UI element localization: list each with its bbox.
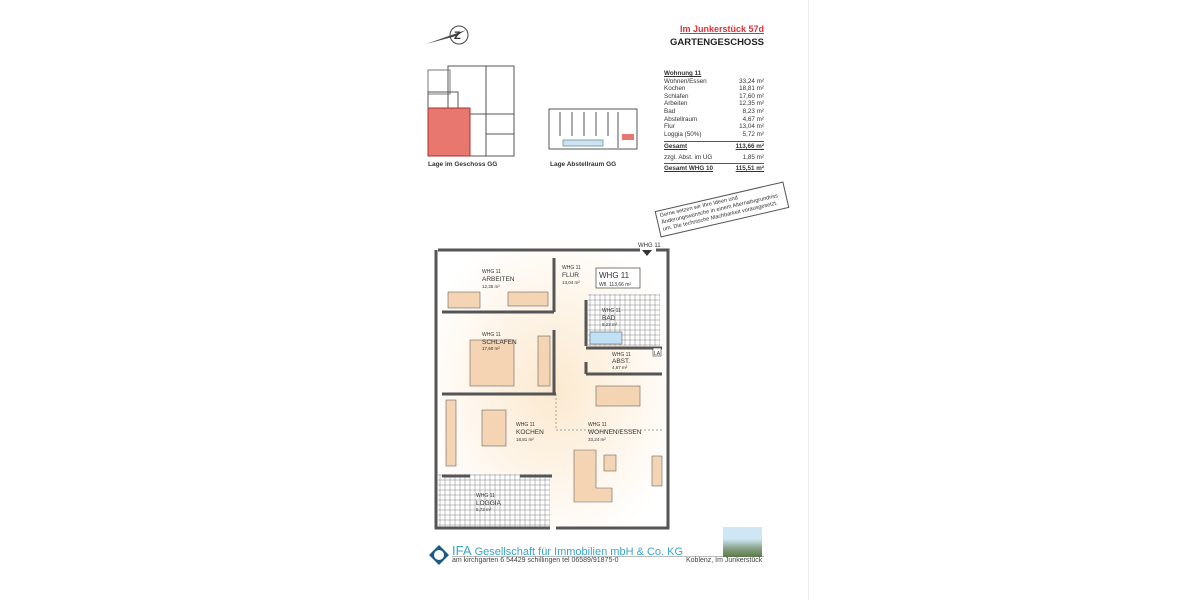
svg-text:SCHLAFEN: SCHLAFEN — [482, 339, 517, 346]
area-row: Loggia (50%)5,72 m² — [664, 130, 764, 138]
svg-text:ABST.: ABST. — [612, 358, 630, 365]
svg-text:12,35 m²: 12,35 m² — [482, 284, 500, 289]
unit-box-title: WHG 11 — [599, 271, 630, 280]
floor-title: GARTENGESCHOSS — [670, 37, 764, 48]
svg-text:Z: Z — [454, 30, 461, 42]
svg-text:WHG 11: WHG 11 — [482, 332, 501, 338]
svg-text:17,60 m²: 17,60 m² — [482, 346, 500, 351]
svg-text:KOCHEN: KOCHEN — [516, 429, 544, 436]
floor-location-caption: Lage im Geschoss GG — [428, 161, 498, 168]
svg-text:WHG 11: WHG 11 — [588, 422, 607, 428]
svg-text:WHG 11: WHG 11 — [602, 308, 621, 314]
company-name: IFA Gesellschaft für Immobilien mbH & Co… — [452, 543, 684, 558]
svg-text:18,81 m²: 18,81 m² — [516, 437, 534, 442]
unit-box-area: Wfl. 113,66 m² — [599, 282, 631, 288]
svg-text:33,24 m²: 33,24 m² — [588, 437, 606, 442]
company-address: am kirchgarten 6 54429 schillingen tel 0… — [452, 557, 619, 564]
svg-text:13,04 m²: 13,04 m² — [562, 280, 580, 285]
svg-text:4,67 m²: 4,67 m² — [612, 365, 628, 370]
ifa-logo-icon — [429, 545, 449, 565]
area-title: Wohnung 11 — [664, 70, 702, 77]
la-label: LA — [654, 351, 661, 357]
page-edge — [808, 0, 809, 600]
svg-text:WHG 11: WHG 11 — [562, 265, 581, 271]
svg-text:WHG 11: WHG 11 — [482, 269, 501, 275]
address: Im Junkerstück 57d — [679, 24, 764, 34]
project-location: Koblenz, Im Junkerstück — [686, 557, 763, 564]
storage-location-caption: Lage Abstellraum GG — [550, 161, 617, 168]
svg-text:WOHNEN/ESSEN: WOHNEN/ESSEN — [588, 429, 642, 436]
svg-text:WHG 11: WHG 11 — [476, 493, 495, 499]
entry-label: WHG 11 — [638, 243, 661, 249]
svg-text:BAD: BAD — [602, 315, 616, 322]
north-arrow-icon: Z — [426, 25, 469, 45]
svg-text:LOGGIA: LOGGIA — [476, 500, 502, 507]
storage-location-plan — [548, 108, 638, 150]
svg-text:8,23 m²: 8,23 m² — [602, 322, 618, 327]
svg-text:FLUR: FLUR — [562, 272, 579, 279]
building-photo — [723, 527, 762, 557]
footer-rule — [452, 556, 764, 557]
svg-text:WHG 11: WHG 11 — [612, 352, 631, 358]
svg-text:5,72 m²: 5,72 m² — [476, 507, 492, 512]
floor-location-plan — [427, 65, 515, 157]
svg-text:WHG 11: WHG 11 — [516, 422, 535, 428]
svg-text:ARBEITEN: ARBEITEN — [482, 276, 515, 283]
